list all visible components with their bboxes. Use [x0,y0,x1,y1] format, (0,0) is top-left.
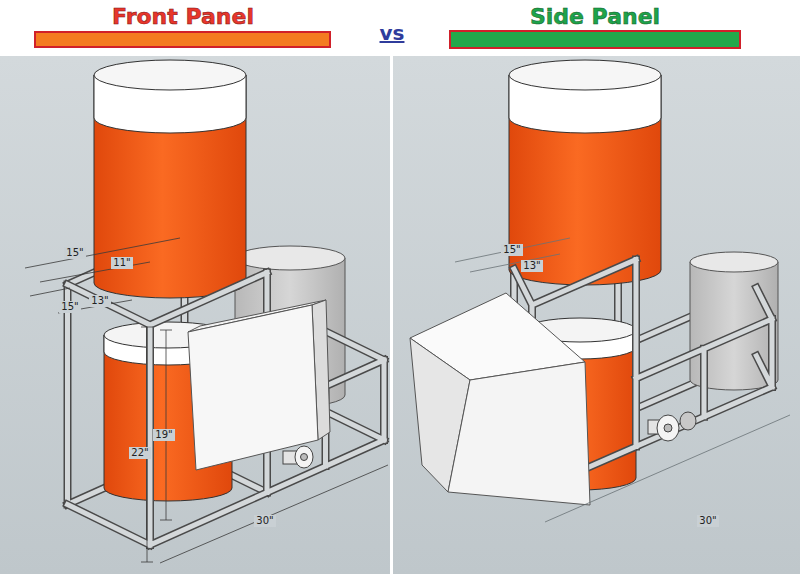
upper-tank [509,75,661,285]
upper-tank-top [94,60,246,90]
frame-tube [68,273,385,546]
versus-mark: vs [380,22,405,45]
view-panel [0,56,390,574]
dimension-label: 22" [129,447,150,459]
control-box-front [188,305,318,470]
dimension-label: 19" [153,429,174,441]
pump-housing [295,446,313,468]
pump-motor [680,412,696,430]
dimension-label: 15" [501,244,522,256]
heading-bar [35,32,330,47]
dimension-label: 15" [59,301,80,313]
dimension-label: 30" [254,515,275,527]
pump-housing [657,415,679,441]
dimension-line [455,238,790,522]
panel-heading: Front Panel [112,4,254,29]
pump-hub [301,454,308,461]
header-ground [0,0,800,56]
dimension-line [25,238,388,563]
dimension-label: 13" [521,260,542,272]
upper-tank-top [509,60,661,90]
upper-tank [94,75,246,298]
dimension-label: 13" [89,295,110,307]
control-box-front [448,362,590,505]
dimension-label: 30" [697,515,718,527]
heading-bar [450,31,740,48]
grey-tank-top [690,252,778,272]
panel-heading: Side Panel [530,4,660,29]
pump-hub [664,424,672,432]
view-panel [393,56,800,574]
panel-divider [390,56,393,574]
dimension-label: 11" [111,257,132,269]
grey-tank-top [235,246,345,270]
dimension-label: 15" [64,247,85,259]
frame-tube [68,273,385,546]
